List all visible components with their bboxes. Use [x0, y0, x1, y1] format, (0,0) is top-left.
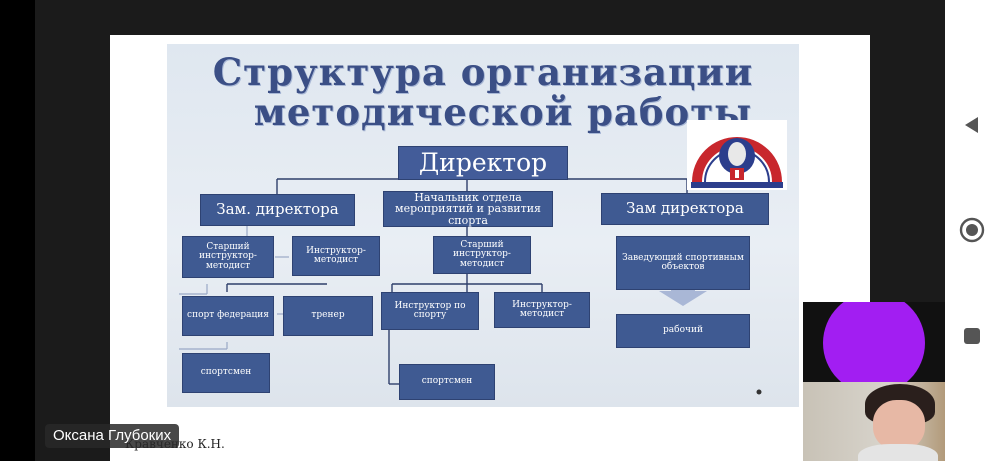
- head-facilities-box: Заведующий спортивным объектов: [616, 236, 750, 290]
- camera-person-face: [873, 400, 925, 450]
- sport-center-logo-icon: [687, 120, 787, 190]
- instructor-methodist-2-box: Инструктор-методист: [494, 292, 590, 328]
- participant-name-badge: Оксана Глубоких: [45, 424, 180, 448]
- worker-box: рабочий: [616, 314, 750, 348]
- presentation-slide: Структура организации методической работ…: [167, 44, 799, 407]
- sport-federation-box: спорт федерация: [182, 296, 274, 336]
- android-navigation-bar: [945, 0, 1000, 461]
- participant-tile-avatar[interactable]: [803, 302, 945, 382]
- department-head-box: Начальник отдела мероприятий и развития …: [383, 191, 553, 227]
- nav-home-button[interactable]: [957, 215, 987, 245]
- back-icon: [965, 117, 978, 133]
- avatar: [823, 302, 925, 382]
- coach-box: тренер: [283, 296, 373, 336]
- athlete-2-box: спортсмен: [399, 364, 495, 400]
- deputy-director-2-box: Зам директора: [601, 193, 769, 225]
- athlete-box: спортсмен: [182, 353, 270, 393]
- left-letterbox: [0, 0, 35, 461]
- director-box: Директор: [398, 146, 568, 180]
- slide-title-line1: Структура организации: [212, 50, 754, 94]
- nav-back-button[interactable]: [957, 110, 987, 140]
- recents-icon: [964, 328, 980, 344]
- senior-instructor-2-box: Старший инструктор-методист: [433, 236, 531, 274]
- nav-recents-button[interactable]: [957, 321, 987, 351]
- senior-instructor-box: Старший инструктор-методист: [182, 236, 274, 278]
- instructor-methodist-box: Инструктор-методист: [292, 236, 380, 276]
- sport-instructor-box: Инструктор по спорту: [381, 292, 479, 330]
- home-icon: [959, 217, 985, 243]
- slide-title-line2: методической работы: [253, 90, 753, 134]
- deputy-director-box: Зам. директора: [200, 194, 355, 226]
- participant-tile-camera[interactable]: [803, 382, 945, 461]
- camera-person-body: [858, 444, 938, 461]
